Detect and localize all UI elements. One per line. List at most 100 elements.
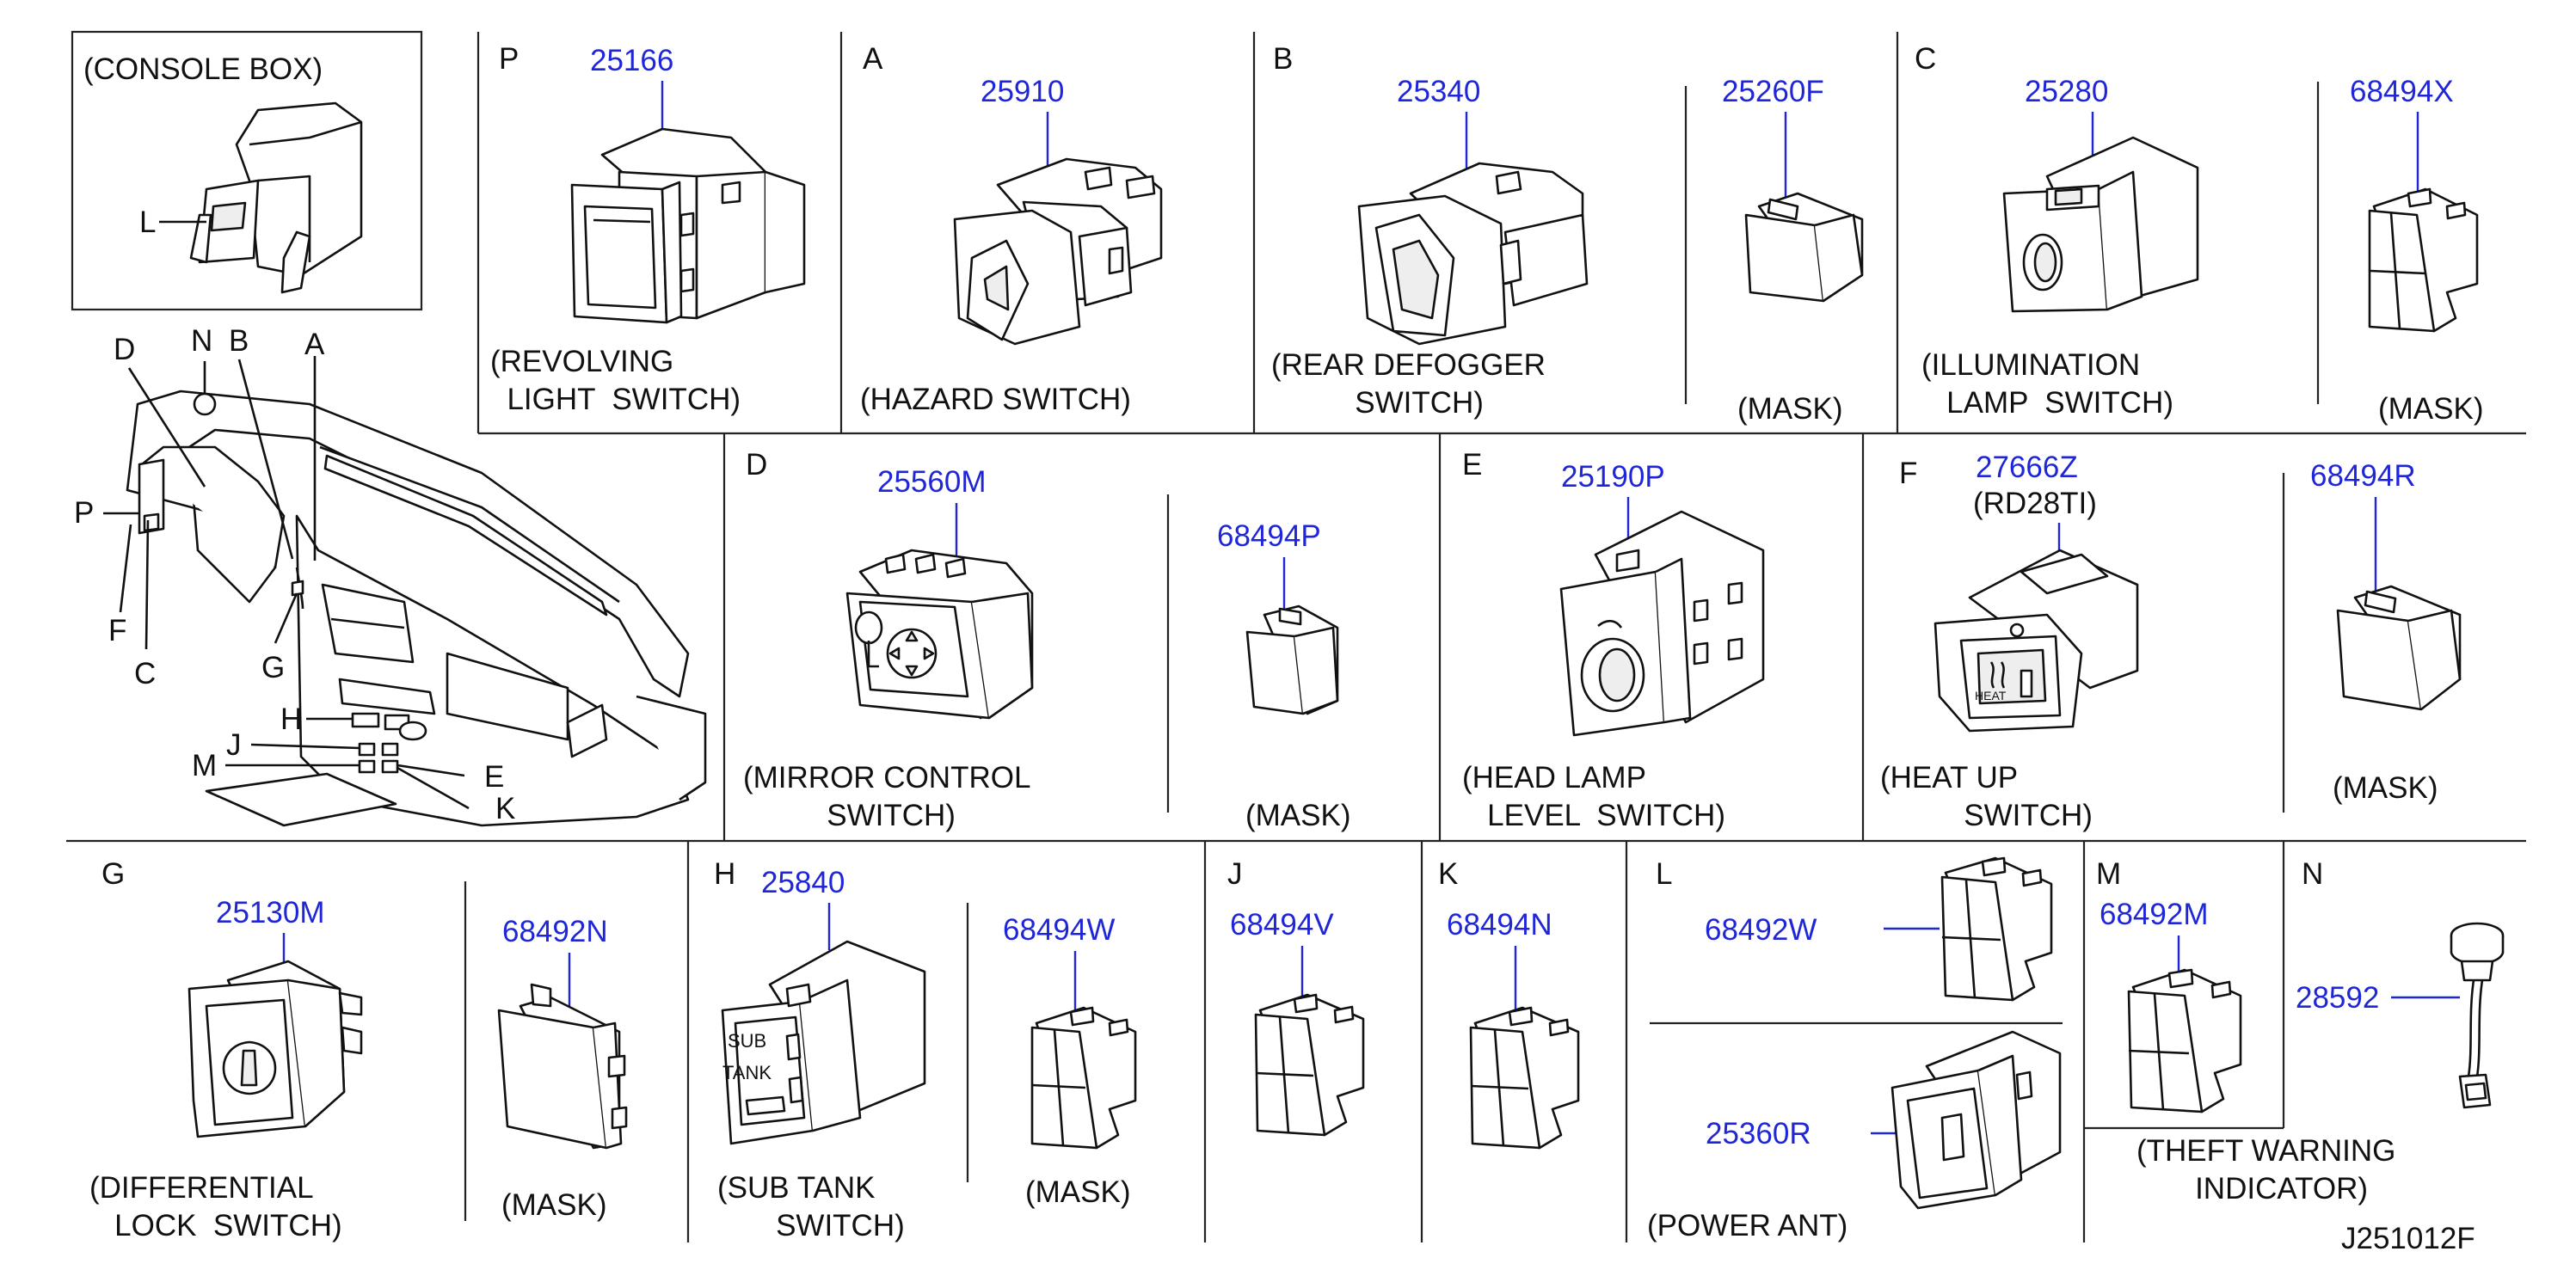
diagram-id: J251012F bbox=[2341, 1222, 2475, 1255]
callout-B: B bbox=[229, 324, 249, 358]
part-number-25130M[interactable]: 25130M bbox=[216, 896, 324, 929]
caption-revolving: (REVOLVING bbox=[490, 345, 673, 378]
caption-theft-warning: (THEFT WARNING bbox=[2136, 1134, 2395, 1168]
panel-B: B 25340 (REAR DEFOGGER SWITCH) 25260F (M… bbox=[1271, 42, 1864, 426]
part-number-25360R[interactable]: 25360R bbox=[1706, 1117, 1811, 1150]
overview-callouts: D N B A P F C G H J M E K bbox=[74, 324, 515, 825]
caption-head-lamp: (HEAD LAMP bbox=[1462, 761, 1646, 794]
part-number-68494R[interactable]: 68494R bbox=[2310, 459, 2416, 493]
caption-mirror-control: (MIRROR CONTROL bbox=[743, 761, 1030, 794]
part-number-25840[interactable]: 25840 bbox=[761, 866, 845, 899]
part-number-27666Z[interactable]: 27666Z bbox=[1976, 451, 2078, 484]
caption-differential-2: LOCK SWITCH) bbox=[89, 1209, 342, 1242]
console-box-label: (CONSOLE BOX) bbox=[83, 52, 323, 86]
panel-letter: J bbox=[1227, 857, 1243, 891]
panel-G: G 25130M (DIFFERENTIAL LOCK SWITCH) 6849… bbox=[89, 857, 628, 1242]
caption-sub-tank: (SUB TANK bbox=[717, 1171, 875, 1205]
callout-M: M bbox=[192, 749, 217, 782]
part-number-68494P[interactable]: 68494P bbox=[1217, 519, 1321, 553]
caption-theft-warning-2: INDICATOR) bbox=[2136, 1172, 2368, 1205]
part-number-68494W[interactable]: 68494W bbox=[1003, 913, 1115, 947]
caption-power-ant: (POWER ANT) bbox=[1647, 1209, 1847, 1242]
panel-A: A 25910 (HAZARD SWITCH) bbox=[860, 42, 1163, 416]
part-number-25190P[interactable]: 25190P bbox=[1561, 460, 1665, 494]
note-rd28ti: (RD28TI) bbox=[1973, 487, 2097, 520]
tank-marking: TANK bbox=[722, 1062, 772, 1083]
caption-mirror-control-2: SWITCH) bbox=[743, 799, 956, 832]
panel-F: F 27666Z (RD28TI) HEAT (HEAT UP SWITCH) … bbox=[1880, 451, 2462, 832]
callout-K: K bbox=[495, 792, 515, 825]
part-number-68492N[interactable]: 68492N bbox=[502, 915, 608, 948]
part-number-25340[interactable]: 25340 bbox=[1397, 75, 1480, 108]
part-number-25166[interactable]: 25166 bbox=[590, 44, 673, 77]
caption-head-lamp-2: LEVEL SWITCH) bbox=[1462, 799, 1725, 832]
callout-P: P bbox=[74, 496, 94, 530]
panel-C: C 25280 (ILLUMINATION LAMP SWITCH) 68494… bbox=[1915, 42, 2484, 426]
overview-leaders bbox=[103, 356, 470, 810]
panel-L: L 68492W 25360R (POWER ANT) bbox=[1647, 856, 2062, 1242]
callout-L: L bbox=[139, 206, 156, 239]
sub-marking: SUB bbox=[728, 1030, 766, 1052]
callout-G: G bbox=[261, 651, 285, 684]
heat-marking: HEAT bbox=[1975, 689, 2007, 702]
part-number-68494N[interactable]: 68494N bbox=[1447, 908, 1552, 942]
caption-heat-up-2: SWITCH) bbox=[1880, 799, 2093, 832]
callout-H: H bbox=[280, 702, 302, 736]
callout-A: A bbox=[304, 328, 325, 361]
callout-E: E bbox=[484, 760, 504, 794]
panel-letter: M bbox=[2096, 857, 2121, 891]
caption-rear-defogger: (REAR DEFOGGER bbox=[1271, 348, 1546, 382]
frame-lines bbox=[66, 30, 2526, 1242]
caption-mask-b: (MASK) bbox=[1737, 392, 1843, 426]
callout-F: F bbox=[108, 614, 126, 647]
part-number-68492W[interactable]: 68492W bbox=[1705, 913, 1817, 947]
console-box-illustration: (CONSOLE BOX) L bbox=[83, 52, 363, 294]
dashboard-illustration bbox=[126, 390, 707, 827]
part-number-68494V[interactable]: 68494V bbox=[1230, 908, 1334, 942]
caption-sub-tank-2: SWITCH) bbox=[717, 1209, 905, 1242]
panel-D: D 25560M (MIRROR CONTROL SWITCH) 68494P … bbox=[743, 448, 1351, 832]
caption-illumination: (ILLUMINATION bbox=[1921, 348, 2140, 382]
caption-mask-d: (MASK) bbox=[1245, 799, 1351, 832]
caption-mask-c: (MASK) bbox=[2378, 392, 2484, 426]
panel-letter: K bbox=[1438, 857, 1458, 891]
caption-revolving-2: LIGHT SWITCH) bbox=[490, 383, 741, 416]
caption-differential: (DIFFERENTIAL bbox=[89, 1171, 314, 1205]
callout-D: D bbox=[114, 333, 135, 366]
callout-C: C bbox=[134, 657, 156, 690]
panel-letter: G bbox=[101, 857, 125, 891]
caption-hazard: (HAZARD SWITCH) bbox=[860, 383, 1131, 416]
callout-N: N bbox=[191, 324, 212, 358]
panel-letter: F bbox=[1899, 457, 1917, 490]
part-number-25280[interactable]: 25280 bbox=[2025, 75, 2108, 108]
panel-P: P 25166 (REVOLVING LIGHT SWITCH) bbox=[490, 42, 806, 416]
panel-H: H 25840 SUB TANK (SUB TANK SWITCH) 68494… bbox=[714, 857, 1137, 1242]
panel-letter: L bbox=[1656, 857, 1672, 891]
caption-rear-defogger-2: SWITCH) bbox=[1271, 386, 1484, 420]
part-number-25560M[interactable]: 25560M bbox=[877, 465, 986, 499]
panel-M: M 68492M (THEFT WARNING INDICATOR) bbox=[2096, 857, 2395, 1205]
caption-illumination-2: LAMP SWITCH) bbox=[1921, 386, 2173, 420]
caption-heat-up: (HEAT UP bbox=[1880, 761, 2018, 794]
callout-J: J bbox=[226, 728, 242, 762]
panel-letter: D bbox=[746, 448, 767, 482]
part-number-28592[interactable]: 28592 bbox=[2296, 981, 2379, 1015]
panel-E: E 25190P (HEAD LAMP LEVEL SWITCH) bbox=[1462, 448, 1765, 832]
panel-letter: H bbox=[714, 857, 735, 891]
panel-letter: A bbox=[863, 42, 883, 76]
panel-letter: E bbox=[1462, 448, 1482, 482]
caption-mask-f: (MASK) bbox=[2333, 771, 2438, 805]
panel-letter: C bbox=[1915, 42, 1936, 76]
panel-letter: N bbox=[2302, 857, 2323, 891]
panel-letter: P bbox=[499, 42, 519, 76]
part-number-68492M[interactable]: 68492M bbox=[2100, 898, 2208, 931]
panel-K: K 68494N bbox=[1438, 857, 1580, 1150]
caption-mask-g: (MASK) bbox=[501, 1188, 607, 1222]
part-number-68494X[interactable]: 68494X bbox=[2350, 75, 2454, 108]
panel-letter: B bbox=[1273, 42, 1293, 76]
part-number-25910[interactable]: 25910 bbox=[981, 75, 1064, 108]
panel-N: N 28592 bbox=[2296, 857, 2505, 1109]
part-number-25260F[interactable]: 25260F bbox=[1722, 75, 1824, 108]
caption-mask-h: (MASK) bbox=[1025, 1175, 1131, 1209]
